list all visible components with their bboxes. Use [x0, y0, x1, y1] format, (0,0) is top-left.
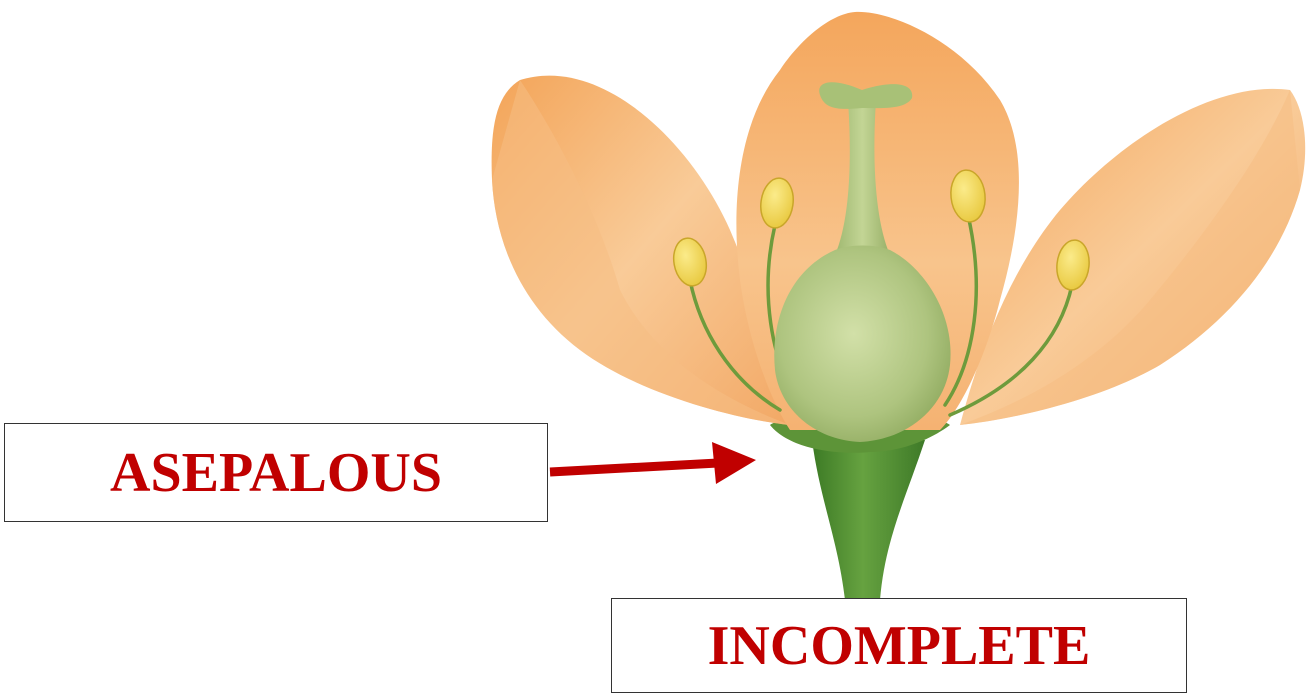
stem — [812, 440, 925, 600]
label-asepalous-text: ASEPALOUS — [110, 441, 442, 505]
arrow — [550, 442, 756, 484]
label-incomplete-text: INCOMPLETE — [708, 614, 1091, 678]
label-incomplete: INCOMPLETE — [611, 598, 1187, 693]
label-asepalous: ASEPALOUS — [4, 423, 548, 522]
